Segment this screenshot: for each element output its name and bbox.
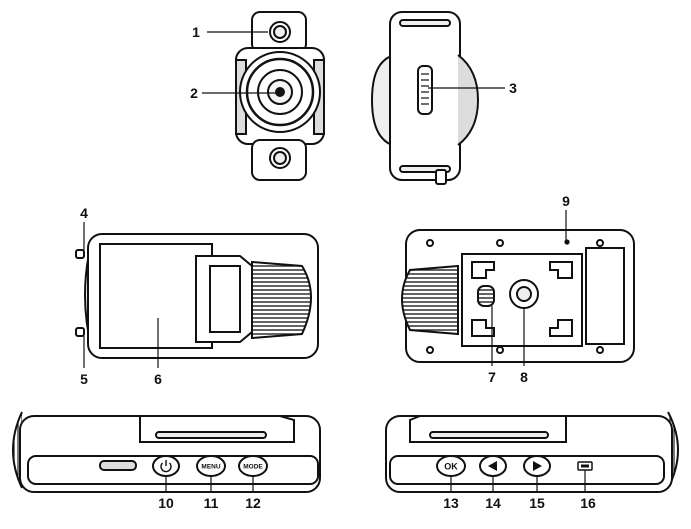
sd-card-slot: [417, 65, 433, 115]
back-right-view: [385, 411, 679, 493]
side-groove-top: [399, 19, 451, 27]
callout-2: 2: [190, 85, 198, 101]
top-grip-knob: [251, 260, 312, 340]
triangle-right-icon: [533, 461, 542, 471]
mount-clip-bl: [471, 319, 495, 337]
front-view: [235, 11, 325, 181]
back-left-slot: [155, 431, 267, 439]
callout-3: 3: [509, 80, 517, 96]
side-view: [370, 11, 480, 185]
top-marker-4: [75, 249, 85, 259]
callout-1: 1: [192, 24, 200, 40]
callout-4: 4: [80, 205, 88, 221]
callout-12: 12: [245, 495, 261, 511]
callout-10: 10: [158, 495, 174, 511]
callout-9: 9: [562, 193, 570, 209]
callout-16: 16: [580, 495, 596, 511]
front-bottom-screw-inner: [273, 151, 287, 165]
lens-center: [275, 87, 285, 97]
side-right-bulge: [457, 54, 480, 146]
ok-button-label: OK: [444, 462, 458, 472]
tripod-socket-inner: [516, 286, 532, 302]
side-strap-loop: [435, 169, 447, 185]
callout-6: 6: [154, 371, 162, 387]
top-main-panel: [99, 243, 213, 349]
speaker-slot: [99, 460, 137, 471]
callout-11: 11: [204, 495, 219, 511]
front-light-sensor-inner: [273, 25, 287, 39]
callout-14: 14: [485, 495, 501, 511]
triangle-left-icon: [488, 461, 497, 471]
callout-13: 13: [443, 495, 459, 511]
bottom-screw: [596, 239, 604, 247]
usb-port[interactable]: [577, 461, 593, 471]
top-marker-5: [75, 327, 85, 337]
top-view: [75, 233, 319, 359]
bottom-mic-hole: [564, 239, 570, 245]
back-right-slot: [429, 431, 549, 439]
bottom-end-panel: [585, 247, 625, 345]
bottom-screw: [496, 239, 504, 247]
mount-clip-tl: [471, 261, 495, 279]
power-button[interactable]: [152, 455, 180, 477]
mount-clip-tr: [549, 261, 573, 279]
mount-clip-br: [549, 319, 573, 337]
screen-hinge-inner: [209, 265, 241, 333]
mode-button-label: MODE: [243, 464, 263, 471]
callout-15: 15: [529, 495, 545, 511]
right-button[interactable]: [523, 455, 551, 477]
bottom-screw: [496, 346, 504, 354]
menu-button-label: MENU: [201, 464, 220, 471]
bottom-view: [401, 229, 635, 363]
bottom-grip-knob: [401, 264, 459, 336]
bottom-screw: [596, 346, 604, 354]
callout-5: 5: [80, 371, 88, 387]
mount-latch: [477, 285, 495, 307]
callout-8: 8: [520, 369, 528, 385]
callout-7: 7: [488, 369, 496, 385]
bottom-screw: [426, 346, 434, 354]
bottom-screw: [426, 239, 434, 247]
back-left-view: [12, 411, 321, 493]
left-button[interactable]: [479, 455, 507, 477]
power-icon: [160, 460, 172, 473]
